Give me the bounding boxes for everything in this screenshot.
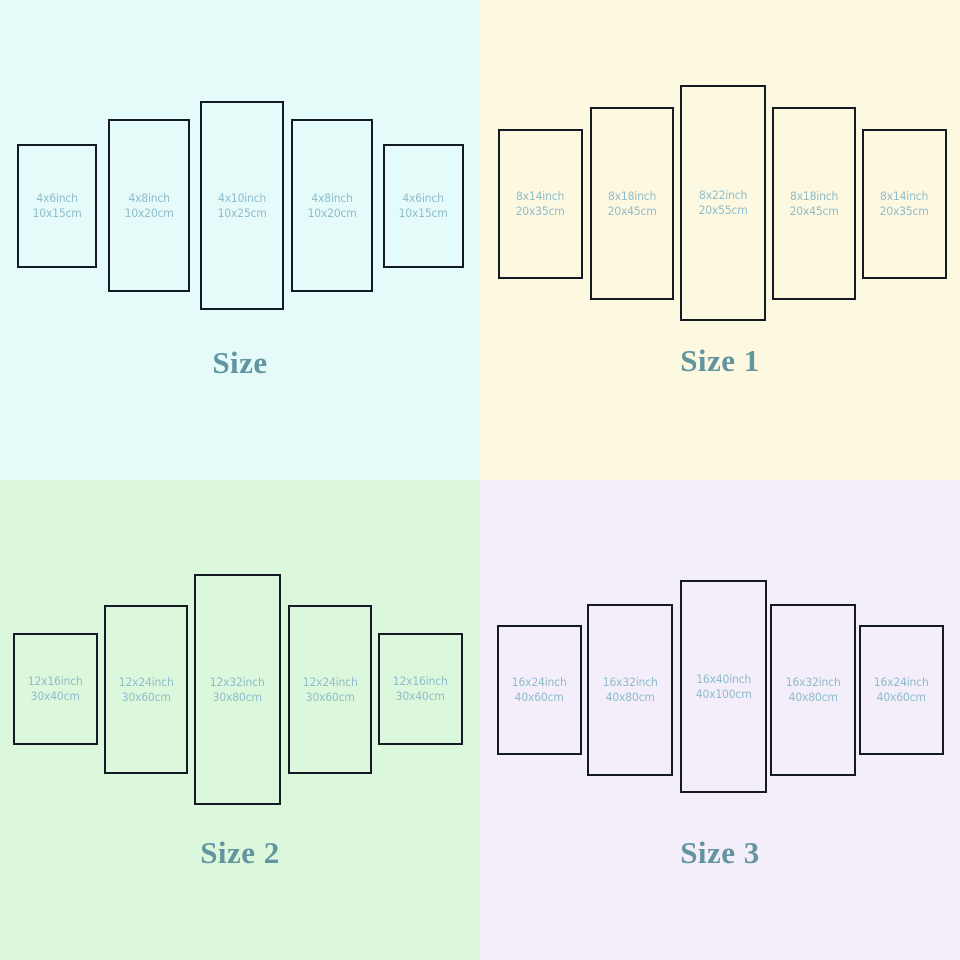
panel-size-inches: 16x24inch — [512, 675, 567, 689]
quadrant-title-size-3: Size 3 — [680, 835, 760, 870]
panel-size-inches: 12x16inch — [393, 674, 448, 688]
panel-size-centimeters: 40x80cm — [605, 690, 655, 704]
quadrant-title-size-2: Size 2 — [200, 835, 280, 870]
panel-size-inches: 8x14inch — [516, 189, 565, 203]
panel-size-inches: 12x24inch — [302, 674, 358, 689]
panel-size-centimeters: 10x15cm — [32, 206, 82, 220]
panel-size-centimeters: 20x45cm — [607, 203, 657, 218]
panel-size-inches: 4x10inch — [217, 190, 267, 205]
panel-size-centimeters: 40x80cm — [788, 690, 838, 704]
panel-size-centimeters: 40x100cm — [695, 686, 752, 701]
panel-size-inches: 12x32inch — [210, 674, 265, 689]
panel-size-inches: 8x18inch — [789, 188, 839, 203]
panel-size-centimeters: 20x55cm — [698, 203, 748, 217]
panel-size-centimeters: 10x25cm — [217, 205, 267, 220]
panel-size-centimeters: 10x20cm — [307, 205, 357, 220]
panel-size-inches: 16x32inch — [602, 675, 658, 689]
quadrant-title-size-1: Size 1 — [680, 343, 760, 378]
panel-size-inches: 8x22inch — [698, 188, 748, 202]
panel-size-inches: 8x14inch — [880, 189, 929, 203]
panel-size-centimeters: 30x60cm — [305, 689, 355, 704]
panel-size-centimeters: 20x35cm — [879, 204, 930, 218]
panel-size-centimeters: 30x40cm — [395, 689, 446, 703]
panel-size-centimeters: 30x80cm — [212, 689, 263, 704]
panel-size-inches: 4x8inch — [128, 190, 170, 205]
panel-size-centimeters: 40x60cm — [876, 690, 927, 704]
panel-size-centimeters: 20x45cm — [789, 203, 839, 218]
quadrant-title-size: Size — [212, 345, 268, 380]
panel-size-inches: 4x6inch — [36, 191, 78, 205]
panel-size-centimeters: 30x40cm — [30, 689, 81, 703]
panel-size-inches: 12x24inch — [118, 674, 174, 689]
panel-size-inches: 16x32inch — [785, 675, 841, 689]
panel-size-centimeters: 40x60cm — [514, 690, 565, 704]
panel-size-centimeters: 30x60cm — [121, 689, 171, 704]
panel-size-inches: 12x16inch — [28, 674, 83, 688]
panel-size-inches: 16x40inch — [696, 671, 751, 686]
panel-size-inches: 4x8inch — [311, 190, 353, 205]
panel-size-centimeters: 10x20cm — [124, 205, 174, 220]
panel-size-centimeters: 10x15cm — [398, 206, 449, 220]
panel-size-inches: 8x18inch — [607, 188, 657, 203]
panel-size-centimeters: 20x35cm — [515, 204, 566, 218]
panel-size-inches: 4x6inch — [402, 191, 445, 205]
panel-size-inches: 16x24inch — [874, 675, 929, 689]
